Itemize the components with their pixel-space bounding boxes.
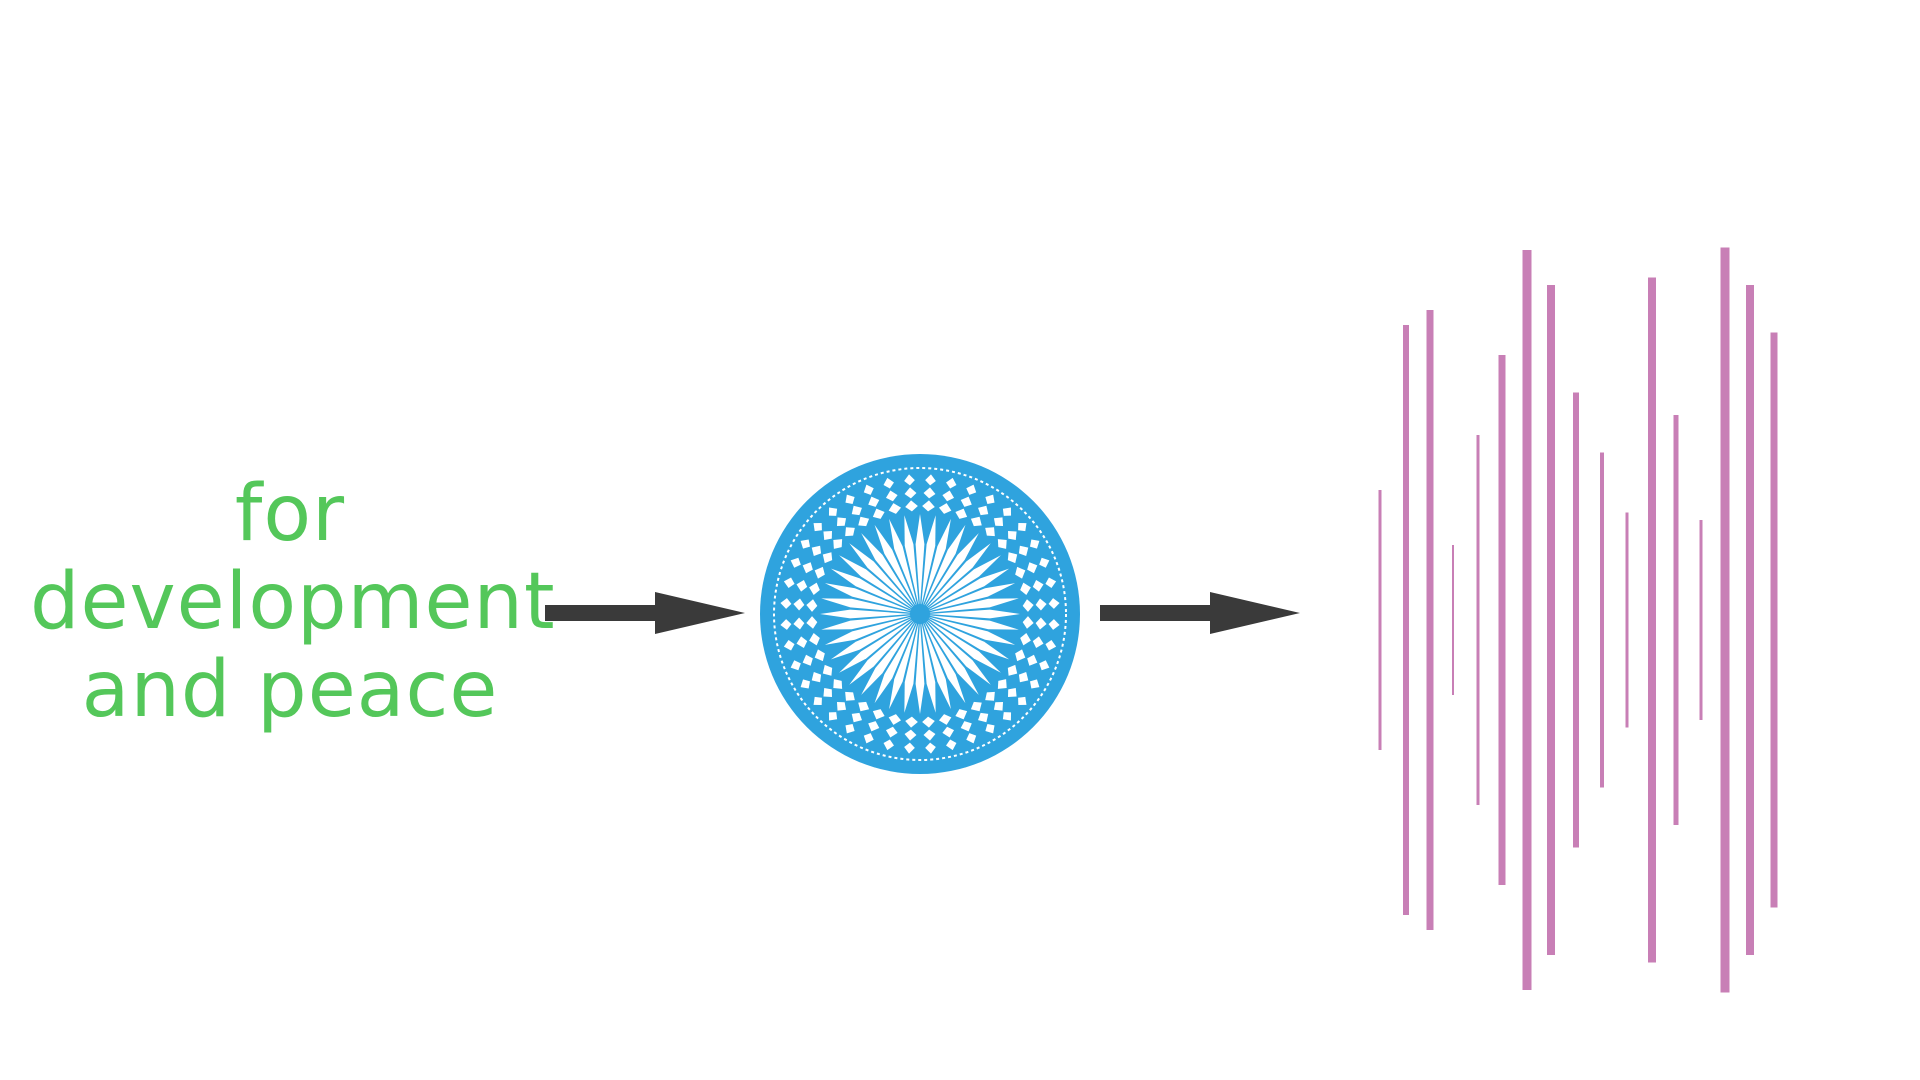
waveform-bar [1625,512,1629,728]
waveform-bar [1770,332,1778,908]
waveform-bar [1378,490,1382,750]
waveform-bar [1452,545,1454,695]
waveform-bar [1746,285,1754,955]
waveform-bar [1720,247,1730,993]
waveform-bar [1673,415,1679,825]
caption-line-3: and peace [81,645,499,735]
emblem-starburst-pattern [773,467,1067,761]
waveform-bar [1600,452,1604,788]
waveform-bar [1476,435,1480,805]
waveform-bar [1522,250,1532,990]
waveform-bar [1547,285,1555,955]
vertical-bars-waveform-icon [1378,247,1778,993]
waveform-bar [1573,392,1579,848]
waveform-bar [1426,310,1434,930]
radial-starburst-emblem-icon [760,454,1080,774]
waveform-bar [1403,325,1409,915]
right-arrow-icon [545,592,745,634]
caption-line-2: development [30,557,556,647]
caption-text: for development and peace [30,469,556,735]
caption-line-1: for [234,469,346,559]
right-arrow-icon [1100,592,1300,634]
waveform-bar [1648,277,1656,963]
waveform-bar [1498,355,1506,885]
waveform-bar [1699,520,1703,720]
